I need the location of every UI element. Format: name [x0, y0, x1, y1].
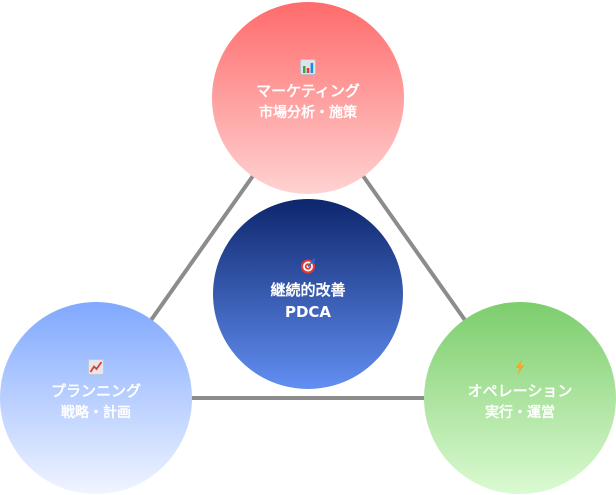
lightning-icon [515, 359, 525, 374]
marketing-title: マーケティング [256, 81, 360, 100]
target-icon [300, 258, 316, 273]
center-title: 継続的改善 [270, 280, 346, 299]
marketing-subtitle: 市場分析・施策 [259, 104, 357, 121]
continuous-improvement-node: 継続的改善 PDCA [213, 199, 403, 389]
trending-chart-icon [87, 358, 104, 375]
operation-title: オペレーション [467, 381, 573, 400]
marketing-node: マーケティング 市場分析・施策 [212, 2, 404, 194]
operation-node: オペレーション 実行・運営 [424, 302, 616, 494]
center-subtitle: PDCA [284, 302, 332, 321]
planning-node: プランニング 戦略・計画 [0, 302, 192, 494]
operation-subtitle: 実行・運営 [484, 404, 555, 421]
planning-title: プランニング [50, 381, 141, 400]
bar-chart-icon [300, 58, 316, 75]
planning-subtitle: 戦略・計画 [60, 404, 131, 421]
